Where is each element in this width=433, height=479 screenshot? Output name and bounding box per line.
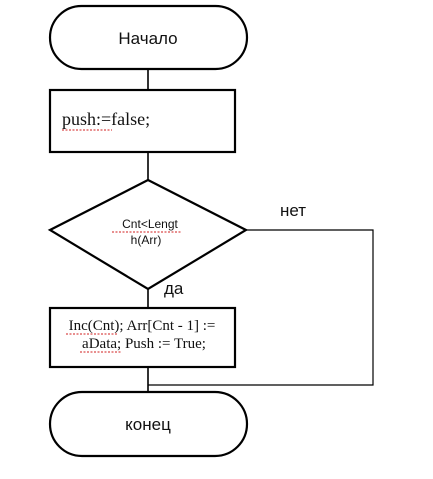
init-process-label: push:=false;	[62, 109, 150, 129]
start-label: Начало	[118, 29, 177, 48]
decision-label-line-2: h(Arr)	[131, 233, 162, 247]
assignment-label-line-2: aData; Push := True;	[82, 336, 206, 352]
yes-branch-label: да	[164, 279, 184, 298]
no-branch-label: нет	[280, 201, 306, 220]
assignment-process-block	[48, 306, 237, 369]
end-label: конец	[125, 415, 171, 434]
decision-diamond	[47, 178, 249, 291]
start-terminator	[48, 4, 249, 71]
decision-label-line-1: Cnt<Lengt	[122, 217, 178, 231]
end-terminator	[48, 390, 249, 458]
no-branch-connector	[148, 229, 374, 386]
init-process-block	[48, 88, 237, 154]
assignment-label-line-1: Inc(Cnt); Arr[Cnt - 1] :=	[69, 318, 216, 334]
